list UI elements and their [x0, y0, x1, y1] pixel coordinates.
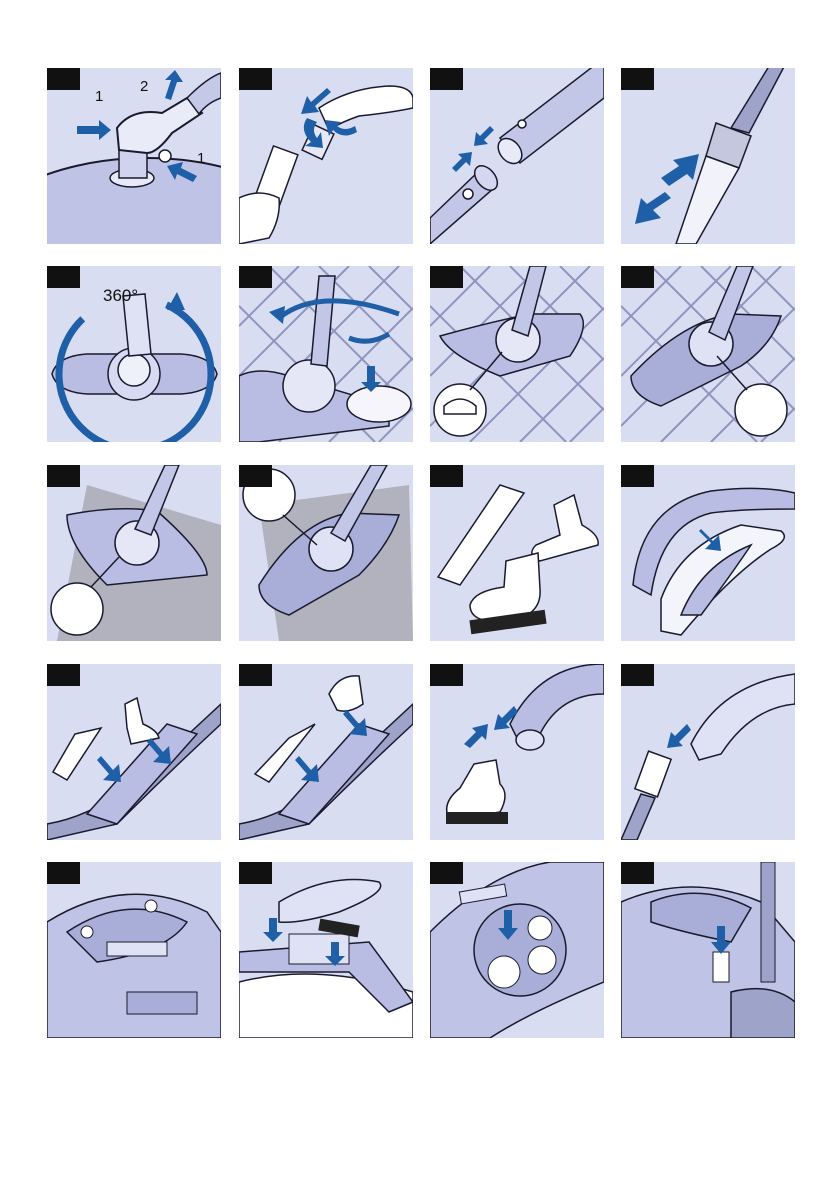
- dusting-brush-fit-icon: [430, 664, 604, 840]
- small-brush-fit-icon: [621, 664, 795, 840]
- panel-carpet-alt: [239, 465, 413, 641]
- panel-nozzle-turn: [239, 266, 413, 442]
- panel-telescopic-tube: [621, 68, 795, 244]
- panel-hard-floor-alt: [621, 266, 795, 442]
- carpet-nozzle-alt-icon: [239, 465, 413, 641]
- step-label-box: [239, 862, 272, 884]
- step-label-box: [621, 465, 654, 487]
- step-label-box: [47, 266, 80, 288]
- panel-hard-floor: [430, 266, 604, 442]
- panel-accessories: [430, 465, 604, 641]
- step-label-box: [47, 862, 80, 884]
- hard-floor-nozzle-icon: [430, 266, 604, 442]
- panel-remote: [430, 862, 604, 1038]
- step-label-box: [239, 68, 272, 90]
- panel-dusting-brush: [430, 664, 604, 840]
- step-label-box: [239, 465, 272, 487]
- step-label-box: [430, 465, 463, 487]
- appliance-control-icon: [47, 862, 221, 1038]
- step-label-box: [621, 266, 654, 288]
- step-label-box: [47, 465, 80, 487]
- panel-appliance: [47, 862, 221, 1038]
- floor-nozzle-turn-icon: [239, 266, 413, 442]
- panel-small-brush: [621, 664, 795, 840]
- tool-storage-icon: [47, 664, 221, 840]
- step-number-1: 1: [95, 88, 103, 105]
- step-number-1-right: 1: [197, 150, 205, 167]
- step-label-box: [430, 664, 463, 686]
- hose-handle-icon: [239, 68, 413, 244]
- step-label-box: [47, 68, 80, 90]
- hose-connector-icon: [47, 68, 221, 244]
- step-label-box: [621, 68, 654, 90]
- panel-hose-handle: [239, 68, 413, 244]
- step-label-box: [430, 266, 463, 288]
- step-label-box: [239, 266, 272, 288]
- accessory-holder-icon: [621, 465, 795, 641]
- panel-tube-join: [430, 68, 604, 244]
- accessory-tools-icon: [430, 465, 604, 641]
- step-label-box: [239, 664, 272, 686]
- step-label-box: [430, 68, 463, 90]
- panel-battery: [239, 862, 413, 1038]
- step-label-box: [621, 862, 654, 884]
- battery-insert-icon: [239, 862, 413, 1038]
- hard-floor-nozzle-alt-icon: [621, 266, 795, 442]
- panel-tool-storage: [47, 664, 221, 840]
- panel-parking: [621, 862, 795, 1038]
- step-label-box: [47, 664, 80, 686]
- panel-holder: [621, 465, 795, 641]
- panel-carpet: [47, 465, 221, 641]
- brush-storage-icon: [239, 664, 413, 840]
- parking-position-icon: [621, 862, 795, 1038]
- panel-nozzle-rotate: 360°: [47, 266, 221, 442]
- telescopic-tube-icon: [621, 68, 795, 244]
- step-number-2: 2: [140, 78, 148, 95]
- step-label-box: [430, 862, 463, 884]
- tube-join-icon: [430, 68, 604, 244]
- step-label-box: [621, 664, 654, 686]
- panel-brush-storage: [239, 664, 413, 840]
- panel-hose-connect: 1 2 1: [47, 68, 221, 244]
- remote-control-icon: [430, 862, 604, 1038]
- rotation-label: 360°: [103, 286, 138, 306]
- carpet-nozzle-icon: [47, 465, 221, 641]
